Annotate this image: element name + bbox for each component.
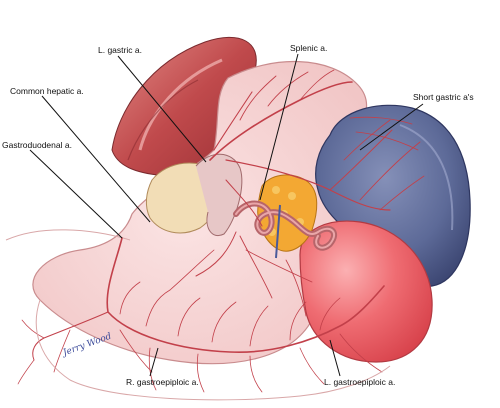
- label-l-gastroepiploic-artery: L. gastroepiploic a.: [324, 377, 396, 387]
- kidney: [299, 220, 433, 363]
- label-l-gastric-artery: L. gastric a.: [98, 45, 142, 55]
- label-common-hepatic-artery: Common hepatic a.: [10, 86, 84, 96]
- label-short-gastric-arteries: Short gastric a's: [413, 92, 474, 102]
- label-r-gastroepiploic-artery: R. gastroepiploic a.: [126, 377, 199, 387]
- celiac-trunk: [233, 200, 338, 259]
- spleen: [315, 104, 471, 288]
- gastric-arteries: [17, 69, 425, 393]
- label-splenic-artery: Splenic a.: [290, 43, 328, 53]
- leader-lines: [29, 53, 424, 377]
- greater-omentum: [35, 299, 391, 401]
- label-gastroduodenal-artery: Gastroduodenal a.: [2, 140, 72, 150]
- duodenum: [145, 153, 243, 236]
